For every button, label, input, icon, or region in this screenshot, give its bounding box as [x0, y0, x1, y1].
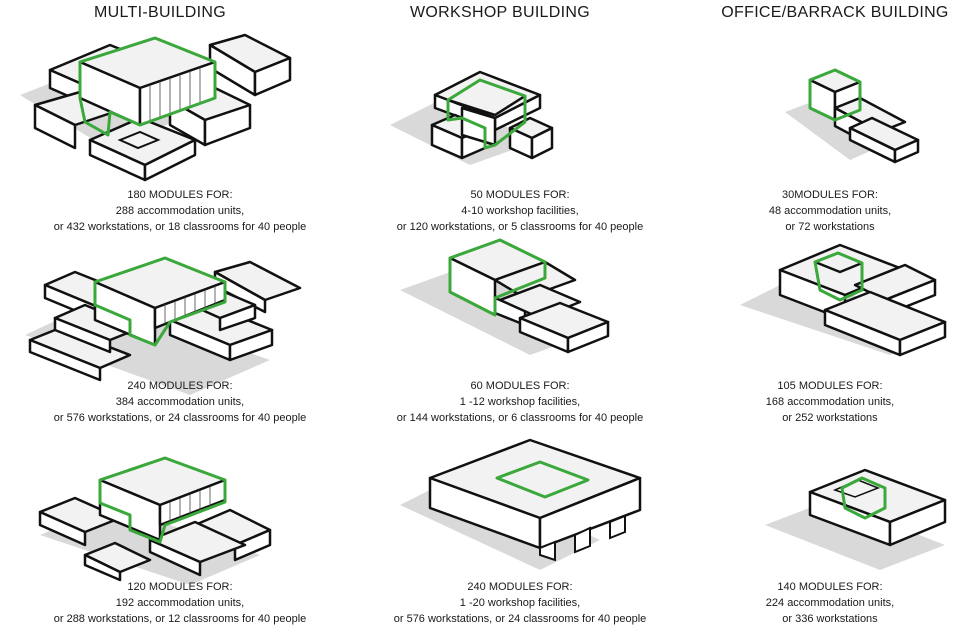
office-barrack-building-30	[785, 68, 920, 164]
caption-line: or 72 workstations	[785, 221, 875, 233]
office-barrack-building-140	[765, 468, 947, 570]
workshop-building-50	[390, 70, 554, 165]
caption-line: or 144 workstations, or 6 classrooms for…	[396, 412, 644, 424]
caption-multi-240: 240 MODULES FOR: 384 accommodation units…	[20, 378, 340, 426]
caption-line: or 120 workstations, or 5 classrooms for…	[396, 221, 644, 233]
multi-building-240	[25, 256, 302, 395]
caption-line: or 336 workstations	[782, 613, 878, 625]
title-multi-building: MULTI-BUILDING	[94, 4, 226, 21]
office-barrack-building-105	[740, 243, 947, 357]
multi-building-120	[38, 456, 272, 585]
caption-line: 1 -12 workshop facilities,	[459, 396, 581, 408]
title-office-barrack-building: OFFICE/BARRACK BUILDING	[721, 4, 949, 21]
caption-line: 1 -20 workshop facilities,	[459, 597, 581, 609]
caption-multi-180: 180 MODULES FOR: 288 accommodation units…	[20, 187, 340, 235]
caption-line: 240 MODULES FOR:	[127, 380, 233, 392]
caption-line: 60 MODULES FOR:	[470, 380, 570, 392]
caption-line: or 576 workstations, or 24 classrooms fo…	[393, 613, 647, 625]
caption-office-140: 140 MODULES FOR: 224 accommodation units…	[730, 579, 930, 627]
title-workshop-building: WORKSHOP BUILDING	[410, 4, 590, 21]
caption-line: 50 MODULES FOR:	[470, 189, 570, 201]
caption-line: or 432 workstations, or 18 classrooms fo…	[53, 221, 307, 233]
caption-line: 30MODULES FOR:	[782, 189, 878, 201]
caption-multi-120: 120 MODULES FOR: 192 accommodation units…	[20, 579, 340, 627]
caption-line: or 288 workstations, or 12 classrooms fo…	[53, 613, 307, 625]
caption-line: or 576 workstations, or 24 classrooms fo…	[53, 412, 307, 424]
caption-line: 105 MODULES FOR:	[777, 380, 883, 392]
caption-line: 140 MODULES FOR:	[777, 581, 883, 593]
caption-line: 384 accommodation units,	[115, 396, 245, 408]
caption-line: 168 accommodation units,	[765, 396, 895, 408]
caption-line: 192 accommodation units,	[115, 597, 245, 609]
caption-workshop-50: 50 MODULES FOR: 4-10 workshop facilities…	[360, 187, 680, 235]
caption-workshop-240: 240 MODULES FOR: 1 -20 workshop faciliti…	[360, 579, 680, 627]
caption-line: 4-10 workshop facilities,	[461, 205, 579, 217]
caption-line: 180 MODULES FOR:	[127, 189, 233, 201]
multi-building-180	[20, 33, 292, 182]
caption-line: 48 accommodation units,	[768, 205, 892, 217]
caption-office-105: 105 MODULES FOR: 168 accommodation units…	[730, 378, 930, 426]
caption-line: 120 MODULES FOR:	[127, 581, 233, 593]
caption-line: 288 accommodation units,	[115, 205, 245, 217]
caption-workshop-60: 60 MODULES FOR: 1 -12 workshop facilitie…	[360, 378, 680, 426]
workshop-building-60	[400, 238, 610, 355]
workshop-building-240	[400, 438, 642, 570]
caption-office-30: 30MODULES FOR: 48 accommodation units, o…	[730, 187, 930, 235]
caption-line: 240 MODULES FOR:	[467, 581, 573, 593]
caption-line: or 252 workstations	[782, 412, 878, 424]
caption-line: 224 accommodation units,	[765, 597, 895, 609]
